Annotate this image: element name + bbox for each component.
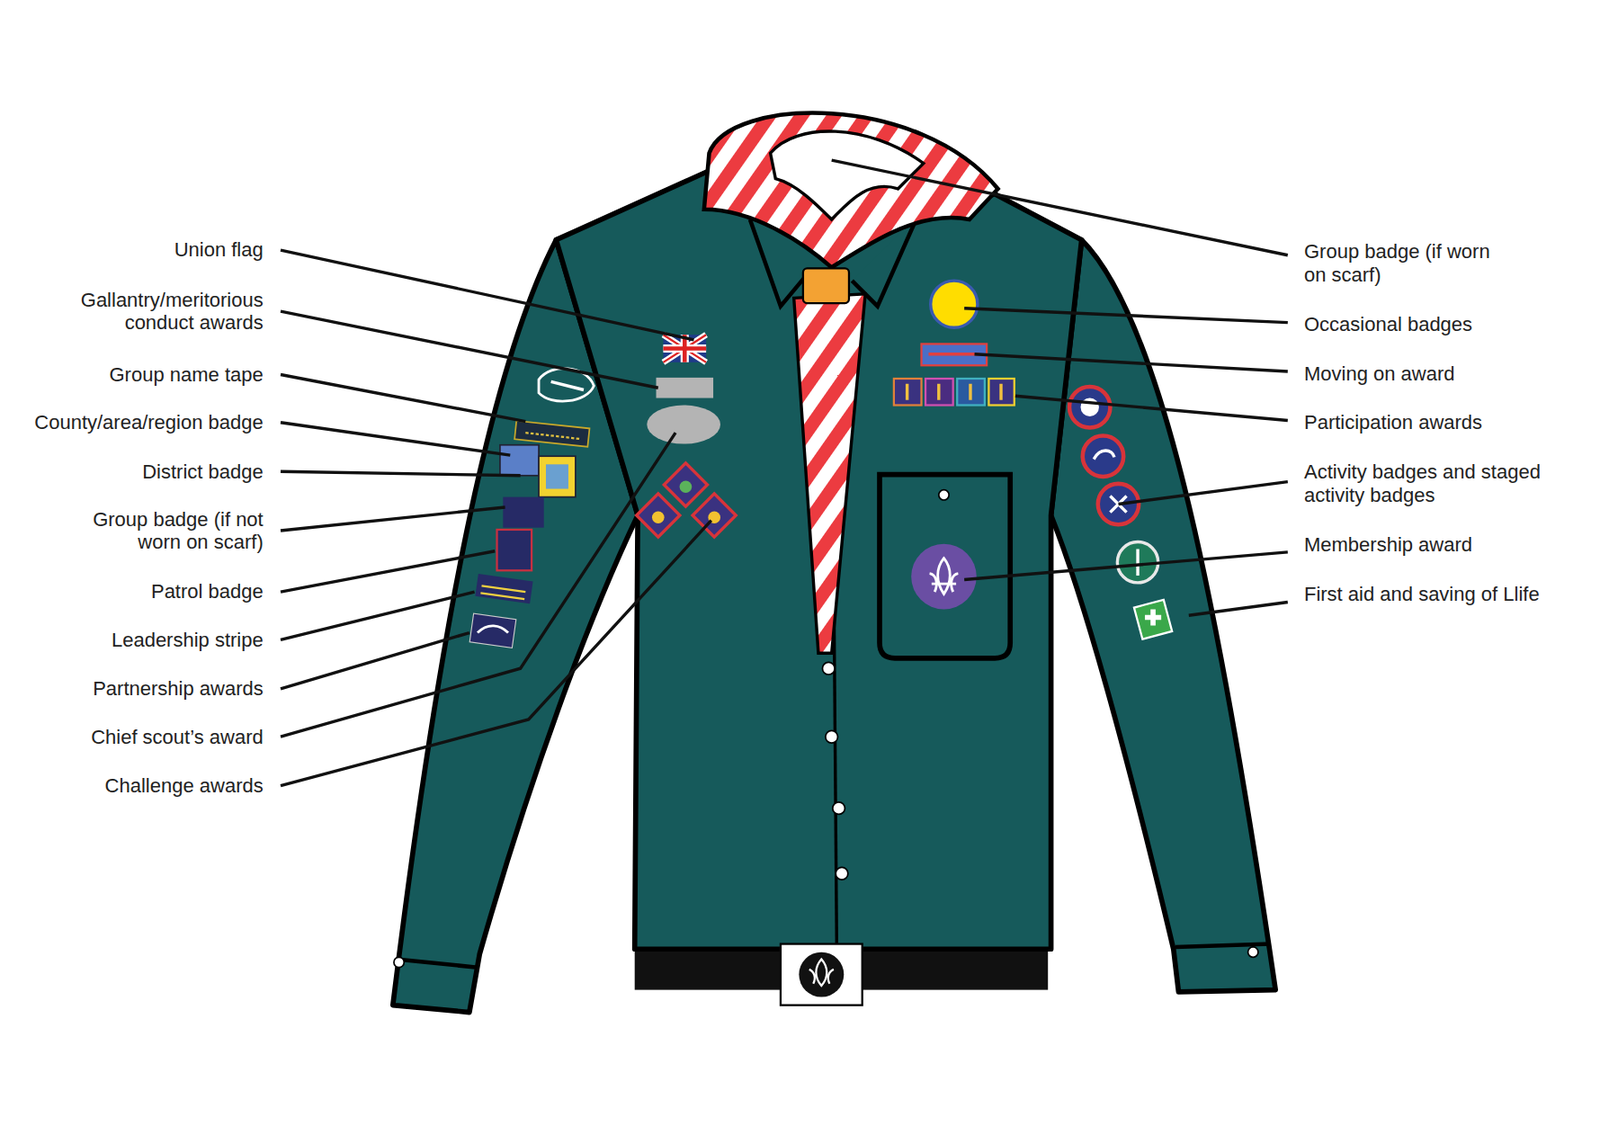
part-label: First aid and saving of Llife xyxy=(1304,582,1540,606)
part-label: Leadership stripe xyxy=(111,628,264,652)
shirt-body xyxy=(555,168,1082,949)
right-sleeve xyxy=(1051,240,1277,993)
part-label: Group badge (if not worn on scarf) xyxy=(61,508,264,555)
participation-awards xyxy=(893,378,1015,405)
part-label: County/area/region badge xyxy=(34,411,263,434)
part-label: Challenge awards xyxy=(105,774,264,797)
leader-lines xyxy=(280,160,1288,786)
part-label: Union flag xyxy=(174,238,264,261)
part-label: Group name tape xyxy=(108,363,263,386)
part-label: Partnership awards xyxy=(92,677,264,700)
challenge-awards xyxy=(636,463,737,537)
part-label: District badge xyxy=(142,460,264,483)
part-label: Patrol badge xyxy=(151,580,264,603)
woggle xyxy=(803,268,850,304)
part-label: Group badge (if worn on scarf) xyxy=(1304,240,1498,287)
scarf-tail xyxy=(794,294,866,653)
scarf-collar xyxy=(704,113,999,269)
part-label: Gallantry/meritorious conduct awards xyxy=(56,288,264,335)
part-label: Occasional badges xyxy=(1304,312,1473,336)
part-label: Moving on award xyxy=(1304,362,1456,385)
part-label: Activity badges and staged activity badg… xyxy=(1304,460,1574,507)
part-label: Chief scout’s award xyxy=(90,725,264,749)
part-label: Membership award xyxy=(1304,533,1473,556)
membership-badge xyxy=(911,544,977,610)
part-label: Participation awards xyxy=(1304,411,1483,434)
